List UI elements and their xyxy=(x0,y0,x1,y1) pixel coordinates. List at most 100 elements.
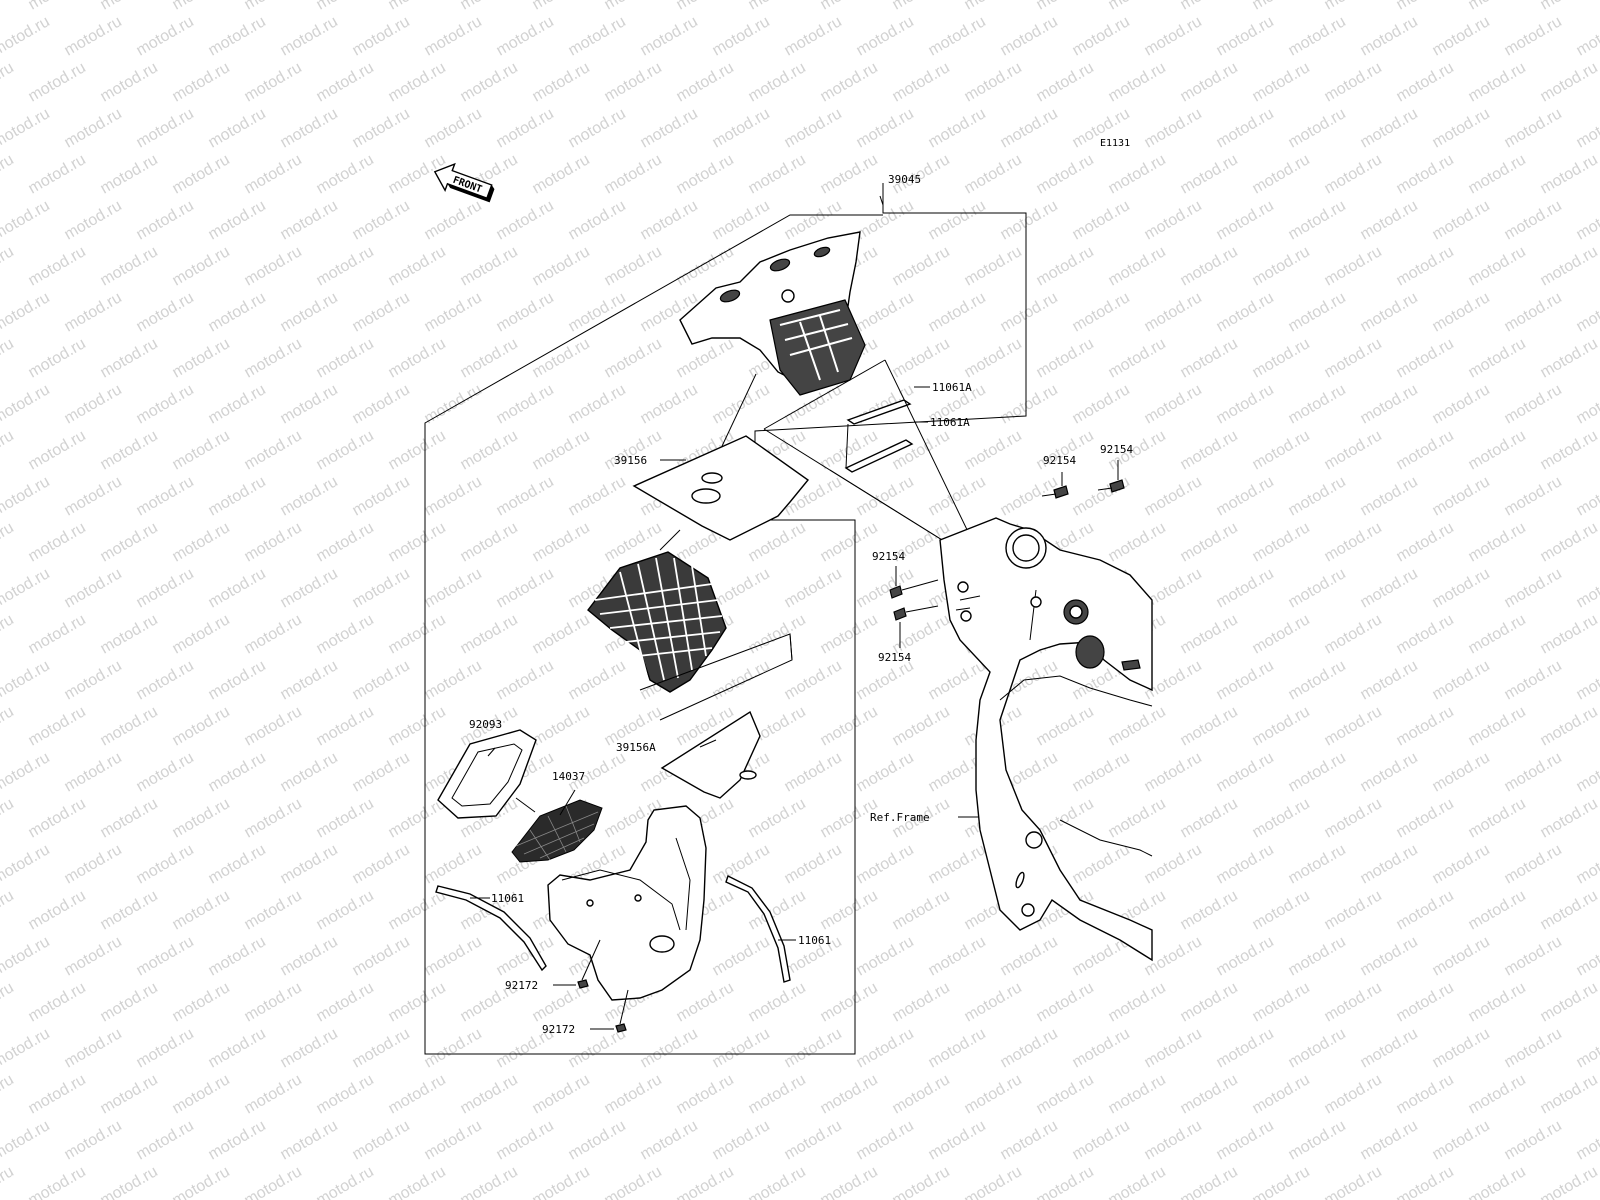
watermark-text: motod.ru xyxy=(1358,289,1421,335)
watermark-text: motod.ru xyxy=(314,795,377,841)
watermark-text: motod.ru xyxy=(1106,335,1169,381)
watermark-text: motod.ru xyxy=(1214,473,1277,519)
watermark-text: motod.ru xyxy=(350,657,413,703)
watermark-text: motod.ru xyxy=(1034,1163,1097,1200)
watermark-text: motod.ru xyxy=(422,841,485,887)
watermark-text: motod.ru xyxy=(1142,289,1205,335)
watermark-text: motod.ru xyxy=(1358,1025,1421,1071)
watermark-text: motod.ru xyxy=(422,565,485,611)
label-92154-a: 92154 xyxy=(1043,454,1076,467)
watermark-text: motod.ru xyxy=(206,1025,269,1071)
watermark-text: motod.ru xyxy=(1034,59,1097,105)
watermark-text: motod.ru xyxy=(494,473,557,519)
watermark-text: motod.ru xyxy=(350,1117,413,1163)
watermark-text: motod.ru xyxy=(926,1117,989,1163)
watermark-text: motod.ru xyxy=(566,657,629,703)
watermark-text: motod.ru xyxy=(1502,105,1565,151)
watermark-text: motod.ru xyxy=(1394,979,1457,1025)
watermark-text: motod.ru xyxy=(1466,1071,1529,1117)
watermark-text: motod.ru xyxy=(1178,887,1241,933)
watermark-text: motod.ru xyxy=(1430,473,1493,519)
watermark-text: motod.ru xyxy=(26,1071,89,1117)
watermark-text: motod.ru xyxy=(746,59,809,105)
watermark-text: motod.ru xyxy=(386,427,449,473)
watermark-text: motod.ru xyxy=(1322,887,1385,933)
watermark-text: motod.ru xyxy=(386,59,449,105)
watermark-text: motod.ru xyxy=(170,427,233,473)
watermark-text: motod.ru xyxy=(1250,1163,1313,1200)
watermark-text: motod.ru xyxy=(170,795,233,841)
watermark-text: motod.ru xyxy=(170,703,233,749)
watermark-text: motod.ru xyxy=(890,1071,953,1117)
watermark-text: motod.ru xyxy=(1286,197,1349,243)
watermark-text: motod.ru xyxy=(566,197,629,243)
watermark-text: motod.ru xyxy=(242,703,305,749)
watermark-text: motod.ru xyxy=(818,979,881,1025)
watermark-text: motod.ru xyxy=(818,151,881,197)
watermark-text: motod.ru xyxy=(0,979,17,1025)
watermark-text: motod.ru xyxy=(1286,565,1349,611)
watermark-text: motod.ru xyxy=(242,0,305,13)
diagram-code: E1131 xyxy=(1100,138,1130,149)
watermark-text: motod.ru xyxy=(98,427,161,473)
watermark-text: motod.ru xyxy=(422,473,485,519)
watermark-text: motod.ru xyxy=(1178,703,1241,749)
watermark-text: motod.ru xyxy=(0,105,53,151)
watermark-text: motod.ru xyxy=(1430,381,1493,427)
watermark-text: motod.ru xyxy=(1394,59,1457,105)
watermark-text: motod.ru xyxy=(926,105,989,151)
watermark-text: motod.ru xyxy=(0,703,17,749)
watermark-text: motod.ru xyxy=(170,887,233,933)
watermark-text: motod.ru xyxy=(1142,473,1205,519)
watermark-text: motod.ru xyxy=(1250,0,1313,13)
watermark-text: motod.ru xyxy=(1574,749,1600,795)
frame-reference xyxy=(939,517,1153,962)
watermark-text: motod.ru xyxy=(26,519,89,565)
watermark-text: motod.ru xyxy=(170,0,233,13)
watermark-text: motod.ru xyxy=(854,1117,917,1163)
watermark-text: motod.ru xyxy=(494,381,557,427)
watermark-text: motod.ru xyxy=(1106,0,1169,13)
watermark-text: motod.ru xyxy=(1502,841,1565,887)
watermark-text: motod.ru xyxy=(674,243,737,289)
watermark-text: motod.ru xyxy=(1502,473,1565,519)
gasket-39156 xyxy=(632,435,810,541)
watermark-text: motod.ru xyxy=(926,657,989,703)
watermark-text: motod.ru xyxy=(422,1025,485,1071)
watermark-text: motod.ru xyxy=(854,933,917,979)
watermark-text: motod.ru xyxy=(206,381,269,427)
seal-strip-11061-right xyxy=(725,875,791,983)
watermark-text: motod.ru xyxy=(1538,1163,1600,1200)
watermark-text: motod.ru xyxy=(1394,243,1457,289)
watermark-text: motod.ru xyxy=(638,381,701,427)
watermark-text: motod.ru xyxy=(1538,151,1600,197)
watermark-text: motod.ru xyxy=(314,1163,377,1200)
watermark-text: motod.ru xyxy=(1286,841,1349,887)
bolt-92154-a xyxy=(1041,485,1069,499)
watermark-text: motod.ru xyxy=(854,13,917,59)
watermark-text: motod.ru xyxy=(962,979,1025,1025)
watermark-text: motod.ru xyxy=(206,841,269,887)
watermark-text: motod.ru xyxy=(0,59,17,105)
watermark-text: motod.ru xyxy=(1430,289,1493,335)
watermark-text: motod.ru xyxy=(1142,197,1205,243)
watermark-text: motod.ru xyxy=(530,1071,593,1117)
watermark-text: motod.ru xyxy=(602,1071,665,1117)
watermark-text: motod.ru xyxy=(242,979,305,1025)
watermark-text: motod.ru xyxy=(566,105,629,151)
watermark-text: motod.ru xyxy=(782,1117,845,1163)
watermark-text: motod.ru xyxy=(278,197,341,243)
watermark-text: motod.ru xyxy=(386,795,449,841)
watermark-text: motod.ru xyxy=(782,841,845,887)
watermark-text: motod.ru xyxy=(566,473,629,519)
watermark-text: motod.ru xyxy=(206,289,269,335)
watermark-text: motod.ru xyxy=(1394,1163,1457,1200)
watermark-text: motod.ru xyxy=(26,151,89,197)
bolt-92172-b xyxy=(615,1023,627,1033)
watermark-text: motod.ru xyxy=(458,427,521,473)
watermark-text: motod.ru xyxy=(1250,243,1313,289)
watermark-text: motod.ru xyxy=(62,289,125,335)
watermark-text: motod.ru xyxy=(1250,427,1313,473)
watermark-text: motod.ru xyxy=(566,13,629,59)
